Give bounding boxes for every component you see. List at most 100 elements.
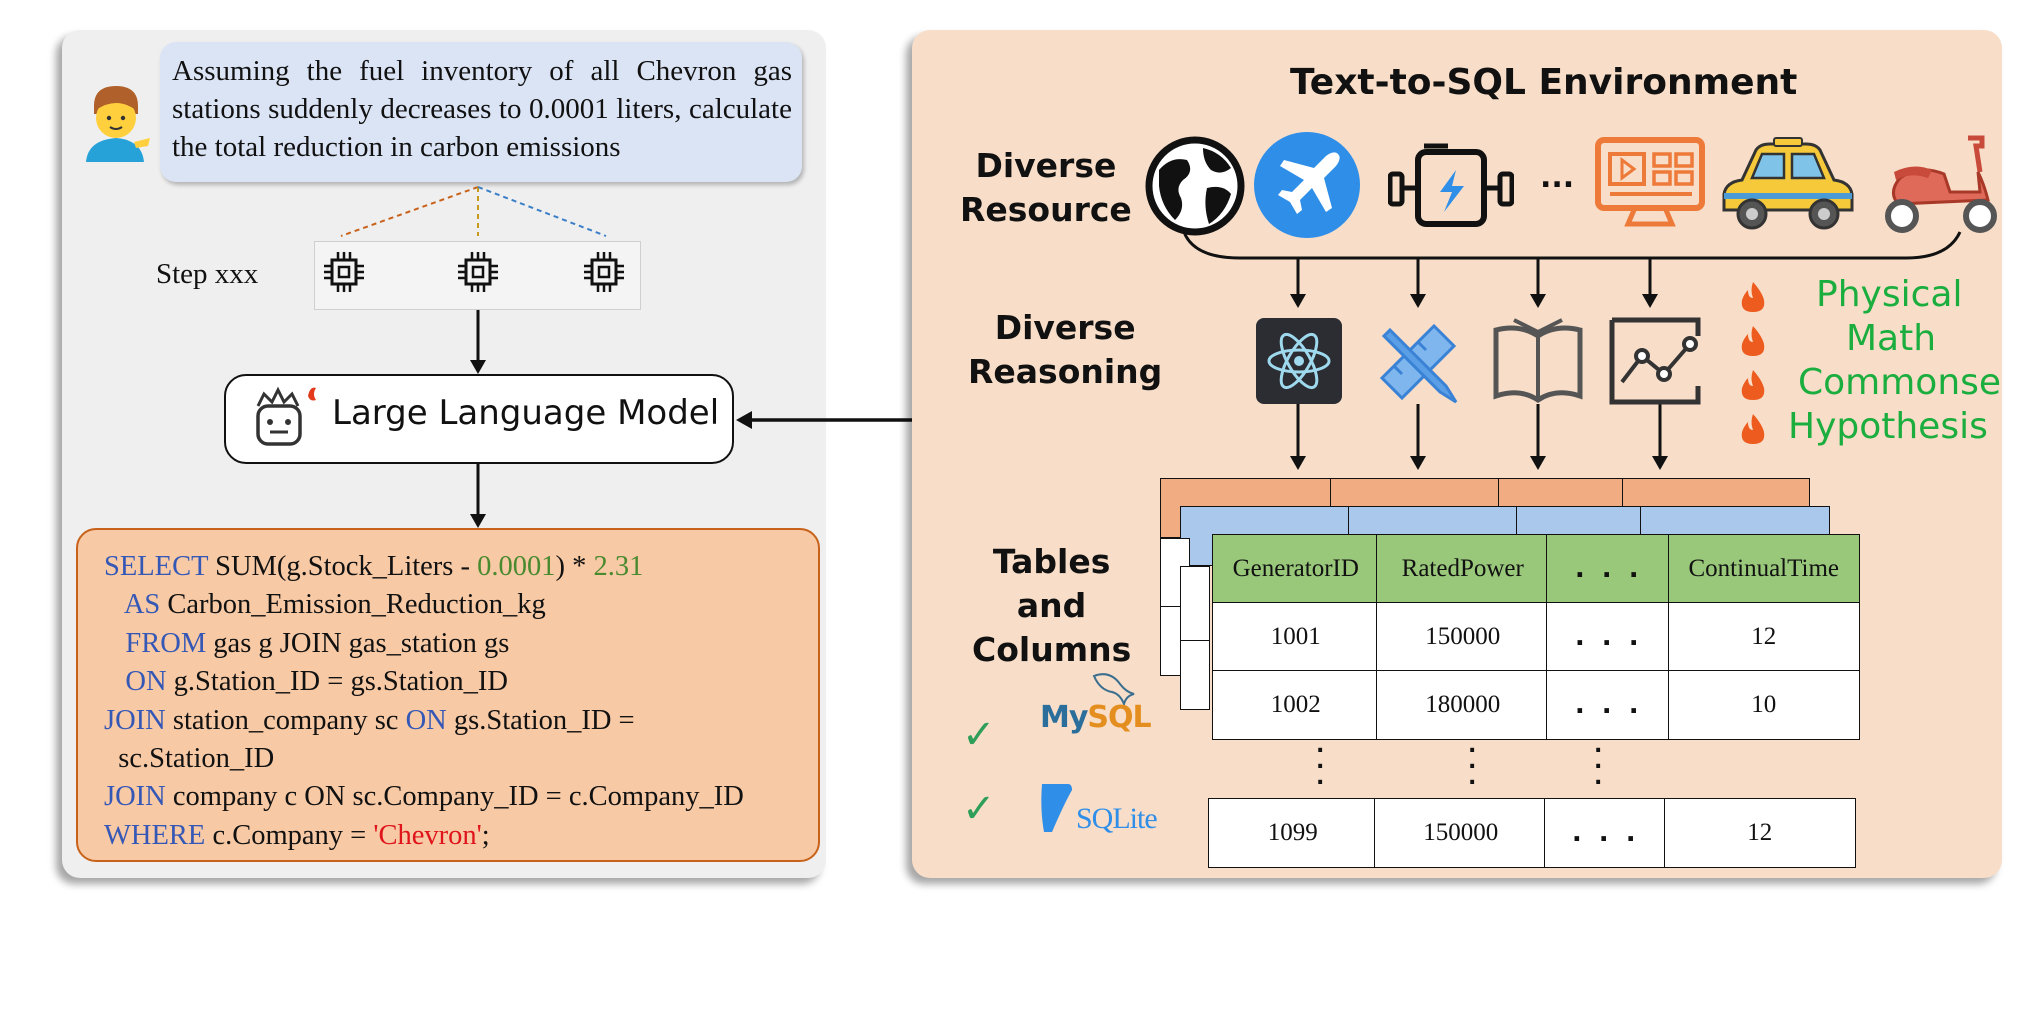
reasoning-type-math: Math (1846, 318, 1937, 359)
sql-token: 2.31 (593, 551, 644, 582)
table-header-cell: . . . (1546, 534, 1672, 604)
table-header-cell: GeneratorID (1212, 534, 1380, 604)
table-cell: 1001 (1212, 602, 1380, 672)
sql-token: g.Station_ID = gs.Station_ID (166, 666, 508, 698)
sql-token: SUM(g.Stock_Liters - (207, 551, 478, 582)
mysql-logo-my: My (1040, 700, 1088, 735)
table-cell: 1002 (1212, 670, 1380, 740)
taxi-icon (1722, 137, 1854, 230)
sql-token: gs.Station_ID = (446, 704, 635, 736)
reasoning-label: Diverse Reasoning (968, 306, 1162, 394)
table-header-cell: RatedPower (1376, 534, 1550, 604)
chip-icon (458, 252, 498, 292)
sql-token: 'Chevron' (373, 819, 482, 851)
flame-icon (1741, 326, 1765, 356)
sql-line: JOIN company c ON sc.Company_ID = c.Comp… (104, 778, 744, 816)
book-icon (1493, 318, 1583, 404)
back-table-divider (1348, 506, 1349, 534)
resource-ellipsis: ... (1540, 160, 1575, 195)
sqlite-logo: SQLite (1036, 780, 1158, 836)
table-cell: 180000 (1376, 670, 1550, 740)
sqlite-logo-text: SQLite (1076, 802, 1158, 835)
back-table-divider (1160, 606, 1190, 607)
vertical-ellipsis: ... (1468, 733, 1477, 790)
back-table-divider (1640, 506, 1641, 534)
back-table-white (1180, 566, 1210, 710)
sql-token: gas g JOIN gas_station gs (206, 627, 510, 659)
dolphin-icon (1092, 673, 1135, 708)
tables-label-line-3: Columns (972, 630, 1132, 669)
sql-token: station_company sc (165, 704, 406, 736)
sql-token: ; (481, 819, 490, 851)
sql-line: ON g.Station_ID = gs.Station_ID (104, 663, 508, 701)
sql-token: c.Company = (205, 819, 374, 851)
table-header-cell: ContinualTime (1668, 534, 1860, 604)
globe-icon (1145, 136, 1245, 236)
tables-label: Tables and Columns (972, 540, 1131, 672)
mysql-logo-sql: SQL (1087, 700, 1151, 735)
llm-label: Large Language Model (332, 393, 720, 433)
sql-line: sc.Station_ID (104, 740, 274, 778)
back-table-divider (1180, 640, 1210, 641)
reasoning-label-line-1: Diverse (994, 308, 1136, 347)
reasoning-label-line-2: Reasoning (968, 352, 1163, 391)
sql-box (76, 528, 820, 862)
tables-label-line-1: Tables (992, 542, 1111, 581)
chip-icon (584, 252, 624, 292)
check-icon: ✓ (962, 786, 996, 832)
battery-icon (1388, 143, 1514, 227)
back-table-divider (1622, 478, 1623, 508)
flame-icon (1741, 282, 1765, 312)
table-cell: . . . (1544, 798, 1668, 868)
atom-icon (1256, 318, 1342, 404)
sql-token: WHERE (104, 819, 206, 851)
sql-token: ON (125, 666, 167, 698)
chip-icon (324, 252, 364, 292)
resource-label-line-1: Diverse (975, 146, 1117, 185)
sql-token: Carbon_Emission_Reduction_kg (160, 589, 546, 621)
vertical-ellipsis: ... (1594, 733, 1603, 790)
table-cell: 12 (1664, 798, 1856, 868)
sql-token: JOIN (104, 704, 166, 736)
table-cell: . . . (1546, 670, 1672, 740)
sql-line: WHERE c.Company = 'Chevron'; (104, 817, 490, 855)
step-label: Step xxx (156, 258, 259, 290)
airplane-icon (1254, 132, 1360, 238)
sql-token: ) * (555, 551, 594, 582)
sql-token: FROM (125, 627, 207, 659)
check-icon: ✓ (962, 712, 996, 758)
mysql-logo: MySQL (1040, 700, 1152, 735)
resource-label: Diverse Resource (960, 144, 1132, 232)
sql-token: ON (405, 704, 447, 736)
sql-token: company c ON sc.Company_ID = c.Company_I… (165, 781, 744, 813)
table-cell: 10 (1668, 670, 1860, 740)
vertical-ellipsis: ... (1316, 733, 1325, 790)
table-cell: 1099 (1208, 798, 1378, 868)
back-table-divider (1498, 478, 1499, 508)
flame-icon (1741, 414, 1765, 444)
sql-token: JOIN (104, 781, 166, 813)
sql-line: SELECT SUM(g.Stock_Liters - 0.0001) * 2.… (104, 548, 643, 586)
sql-token: AS (123, 589, 161, 621)
llm-box (224, 374, 734, 464)
sql-line: FROM gas g JOIN gas_station gs (104, 625, 509, 663)
resource-label-line-2: Resource (960, 190, 1132, 229)
reasoning-type-physical: Physical (1816, 274, 1963, 315)
table-cell: 150000 (1374, 798, 1548, 868)
sql-line: JOIN station_company sc ON gs.Station_ID… (104, 702, 635, 740)
query-text: Assuming the fuel inventory of all Chevr… (172, 55, 792, 163)
table-cell: 12 (1668, 602, 1860, 672)
back-table-divider (1516, 506, 1517, 534)
ruler-pencil-icon (1379, 323, 1458, 404)
chart-line-icon (1609, 317, 1701, 405)
robot-icon (256, 386, 316, 446)
sql-token: sc.Station_ID (104, 743, 275, 774)
environment-title: Text-to-SQL Environment (1290, 62, 1798, 103)
sql-token: 0.0001 (477, 551, 556, 582)
sql-token: SELECT (104, 551, 208, 582)
tables-label-line-2: and (1016, 586, 1087, 625)
reasoning-type-hypothesis: Hypothesis (1788, 406, 1988, 447)
user-avatar-icon (86, 86, 150, 162)
query-bubble (160, 42, 802, 182)
